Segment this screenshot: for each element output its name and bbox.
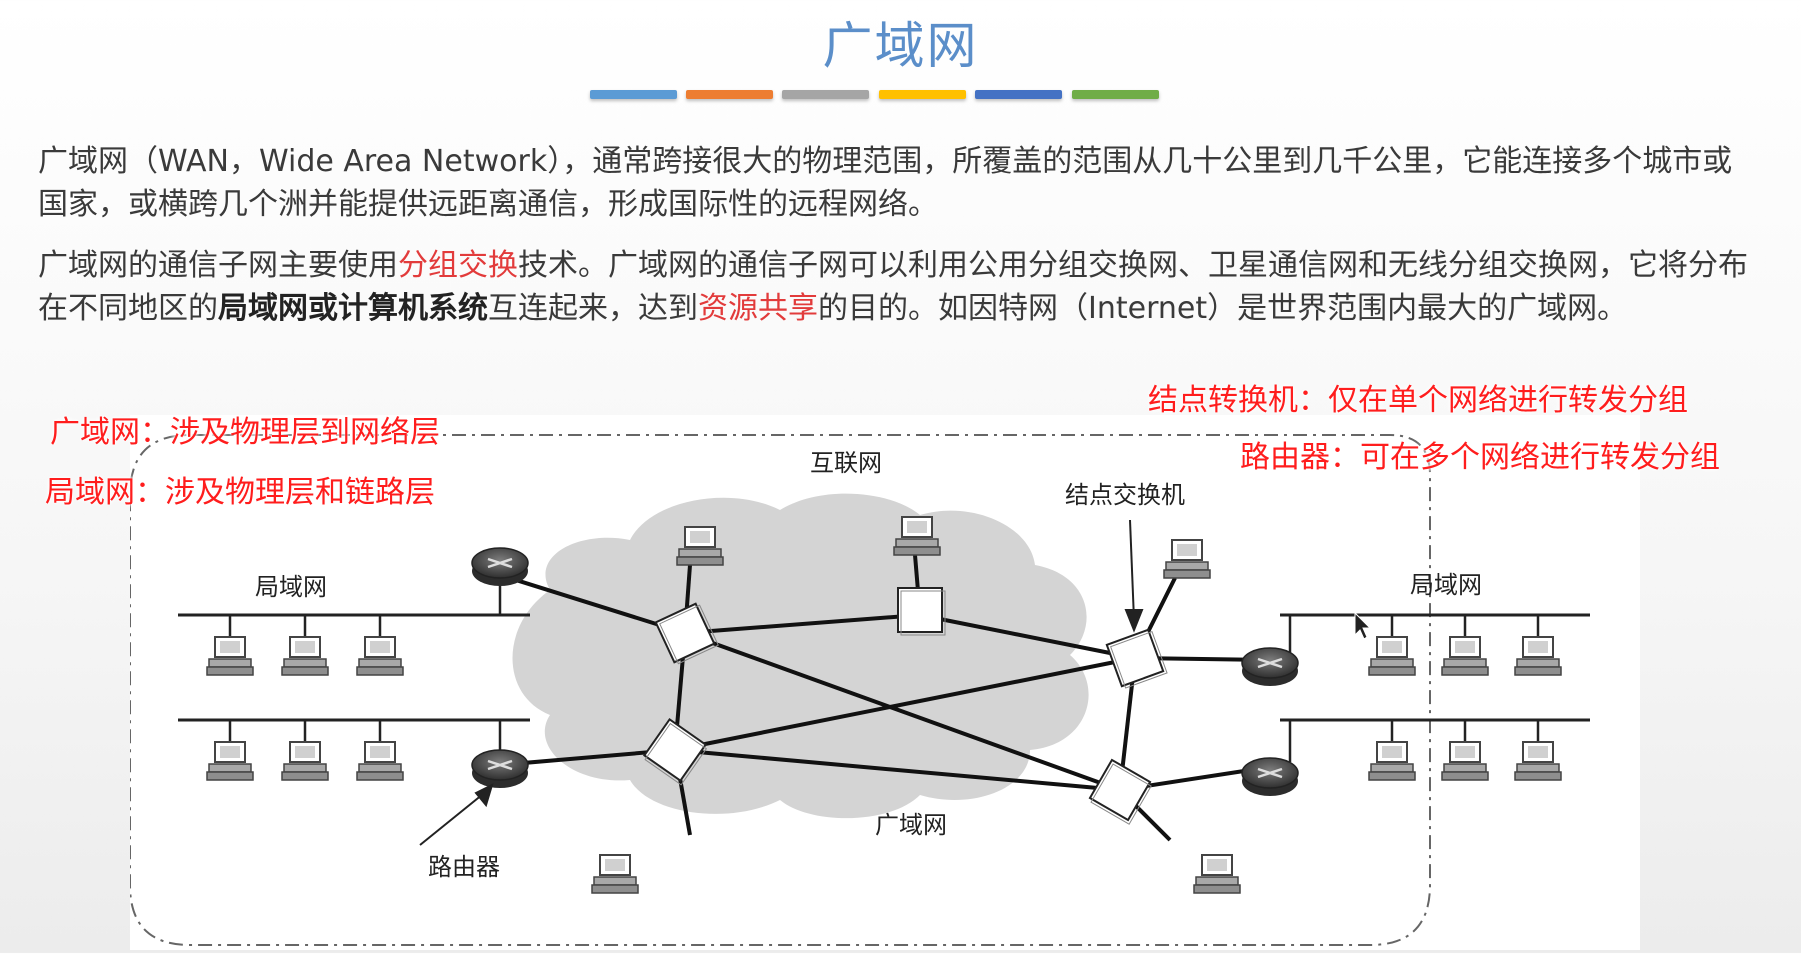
title-bar-6	[1072, 90, 1159, 99]
internet-boundary	[129, 434, 1431, 946]
label-router: 路由器	[428, 853, 500, 881]
paragraph-comm-subnet: 广域网的通信子网主要使用分组交换技术。广域网的通信子网可以利用公用分组交换网、卫…	[38, 244, 1758, 330]
title-bar-2	[686, 90, 773, 99]
node-switch-icon	[897, 587, 946, 636]
title-bar-1	[590, 90, 677, 99]
node-switch-icon	[1105, 627, 1169, 691]
computer-icon	[281, 636, 329, 676]
computer-icon	[206, 741, 254, 781]
paragraph-text-1: 广域网的通信子网主要使用	[38, 248, 398, 283]
paragraph-text-2: 技术。广域网的通信子网可以利用公用分组交换网、卫星通信网和无线分组交换网，它将分…	[38, 248, 1748, 326]
label-node-switch: 结点交换机	[1065, 481, 1185, 509]
lan-drops	[228, 575, 1540, 762]
paragraph-text-4: 的目的。如因特网（Internet）是世界范围内最大的广域网。	[818, 291, 1628, 326]
note-lan-layers: 局域网：涉及物理层和链路层	[45, 475, 435, 510]
network-diagram-svg: 互联网 结点交换机 局域网 局域网 广域网 路由器	[129, 434, 1590, 946]
computer-icon	[206, 636, 254, 676]
paragraph-intro-text: 广域网（WAN，Wide Area Network），通常跨接很大的物理范围，所…	[38, 144, 1733, 222]
highlight-packet-switching: 分组交换	[398, 248, 518, 283]
label-internet: 互联网	[810, 449, 882, 477]
computer-icon	[1368, 636, 1416, 676]
page-title: 广域网	[822, 17, 979, 75]
pointer-arrows	[419, 519, 1144, 846]
computer-icon	[356, 741, 404, 781]
router-icon	[470, 546, 530, 588]
paragraph-intro: 广域网（WAN，Wide Area Network），通常跨接很大的物理范围，所…	[38, 140, 1758, 226]
title-bar-5	[975, 90, 1062, 99]
computer-icon	[1514, 741, 1562, 781]
label-lan-left: 局域网	[255, 573, 327, 601]
computer-icon	[356, 636, 404, 676]
cursor-icon	[1354, 611, 1372, 640]
note-wan-layers: 广域网：涉及物理层到网络层	[50, 415, 440, 450]
wan-cloud	[512, 493, 1089, 819]
computer-icon	[1368, 741, 1416, 781]
computer-icon	[1514, 636, 1562, 676]
note-router: 路由器：可在多个网络进行转发分组	[1240, 440, 1720, 475]
network-diagram: 互联网 结点交换机 局域网 局域网 广域网 路由器	[129, 415, 1640, 950]
bold-lan-or-computer-systems: 局域网或计算机系统	[218, 291, 488, 326]
computer-icon	[1163, 539, 1211, 579]
computer-icon	[1441, 636, 1489, 676]
router-icon	[1240, 646, 1300, 688]
computer-icon	[281, 741, 329, 781]
label-lan-right: 局域网	[1410, 571, 1482, 599]
computer-icon	[1441, 741, 1489, 781]
highlight-resource-sharing: 资源共享	[698, 291, 818, 326]
title-bar-4	[879, 90, 966, 99]
router-icon	[1240, 756, 1300, 798]
note-switch: 结点转换机：仅在单个网络进行转发分组	[1148, 383, 1688, 418]
computer-icon	[591, 854, 639, 894]
computer-icon	[1193, 854, 1241, 894]
paragraph-text-3: 互连起来，达到	[488, 291, 698, 326]
router-icon	[470, 748, 530, 790]
label-wan: 广域网	[875, 811, 947, 839]
title-bar-3	[782, 90, 869, 99]
